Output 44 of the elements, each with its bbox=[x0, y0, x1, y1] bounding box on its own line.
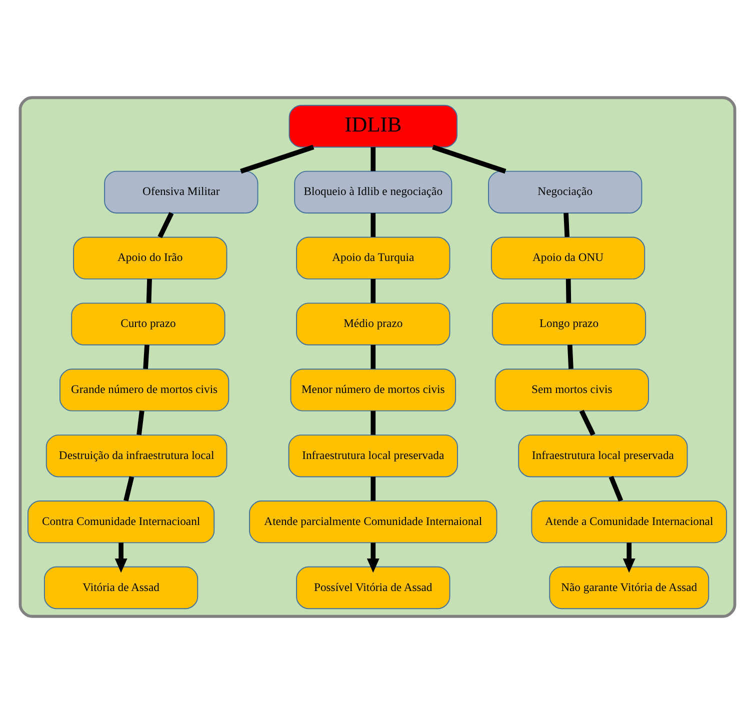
node-box: Grande número de mortos civis bbox=[59, 368, 230, 411]
arrow bbox=[622, 542, 636, 572]
node-box: Vitória de Assad bbox=[44, 566, 198, 609]
node-box: Longo prazo bbox=[492, 302, 646, 345]
node-box: Curto prazo bbox=[71, 302, 226, 345]
cluster bbox=[18, 96, 736, 618]
node-box: Atende a Comunidade Internacional bbox=[531, 500, 728, 543]
arrow bbox=[114, 542, 128, 572]
connector bbox=[370, 146, 376, 171]
connector bbox=[136, 410, 144, 435]
node-box: Contra Comunidade Internacioanl bbox=[27, 500, 215, 543]
connector bbox=[370, 212, 376, 237]
connector bbox=[579, 409, 596, 436]
connector bbox=[143, 344, 150, 369]
node-box: Negociação bbox=[488, 170, 642, 213]
connector bbox=[564, 212, 570, 237]
connector bbox=[124, 476, 134, 501]
node-box: Infraestrutura local preservada bbox=[518, 434, 688, 477]
node-box: Não garante Vitória de Assad bbox=[549, 566, 710, 609]
connector bbox=[370, 344, 376, 368]
node-box: IDLIB bbox=[288, 104, 458, 148]
connector bbox=[432, 144, 506, 174]
node-box: Médio prazo bbox=[296, 302, 450, 345]
connector bbox=[146, 278, 152, 303]
connector bbox=[240, 144, 314, 174]
node-box: Infraestrutura local preservada bbox=[288, 434, 458, 477]
connector bbox=[608, 475, 624, 502]
connector bbox=[567, 344, 574, 368]
node-box: Apoio da Turquia bbox=[296, 236, 450, 279]
connector bbox=[370, 476, 376, 500]
node-box: Apoio da ONU bbox=[490, 236, 646, 279]
node-box: Destruição da infraestrutura local bbox=[46, 434, 228, 477]
connector bbox=[370, 278, 376, 302]
connector bbox=[158, 211, 174, 238]
arrow bbox=[366, 542, 380, 572]
connector bbox=[370, 410, 376, 434]
node-box: Possível Vitória de Assad bbox=[296, 566, 450, 609]
node-box: Bloqueio à Idlib e negociação bbox=[294, 170, 452, 213]
connector bbox=[566, 278, 572, 302]
node-box: Apoio do Irão bbox=[73, 236, 228, 279]
node-box: Atende parcialmente Comunidade Internaional bbox=[249, 500, 498, 543]
node-box: Ofensiva Militar bbox=[104, 170, 258, 213]
node-box: Sem mortos civis bbox=[494, 368, 649, 411]
node-box: Menor número de mortos civis bbox=[290, 368, 456, 411]
